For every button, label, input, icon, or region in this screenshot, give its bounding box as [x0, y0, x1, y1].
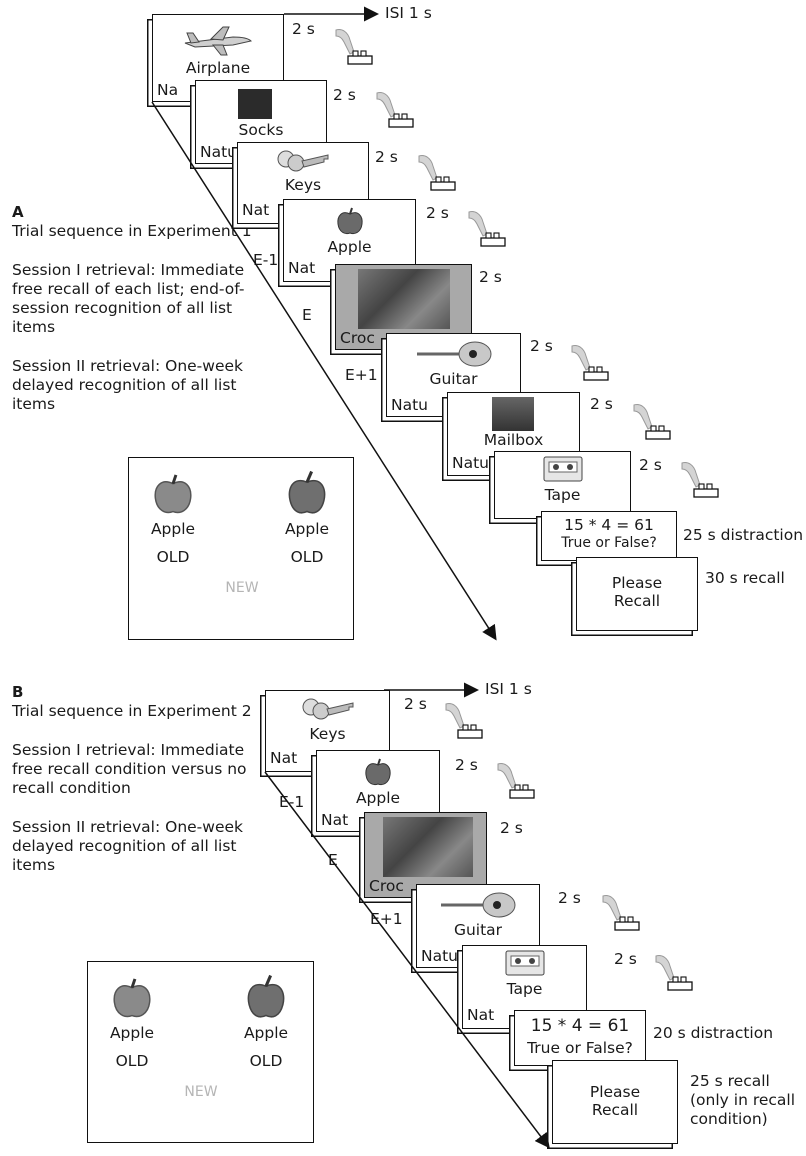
isi-label: ISI 1 s — [485, 680, 532, 698]
isi-label: ISI 1 s — [385, 4, 432, 22]
button-press-icon — [566, 342, 610, 386]
time-arrow — [265, 772, 548, 1146]
button-press-icon — [330, 26, 374, 70]
button-press-icon — [413, 152, 457, 196]
button-press-icon — [440, 700, 484, 744]
button-press-icon — [628, 401, 672, 445]
button-press-icon — [463, 208, 507, 252]
button-press-icon — [597, 892, 641, 936]
button-press-icon — [676, 459, 720, 503]
button-press-icon — [492, 760, 536, 804]
button-press-icon — [650, 952, 694, 996]
button-press-icon — [371, 89, 415, 133]
